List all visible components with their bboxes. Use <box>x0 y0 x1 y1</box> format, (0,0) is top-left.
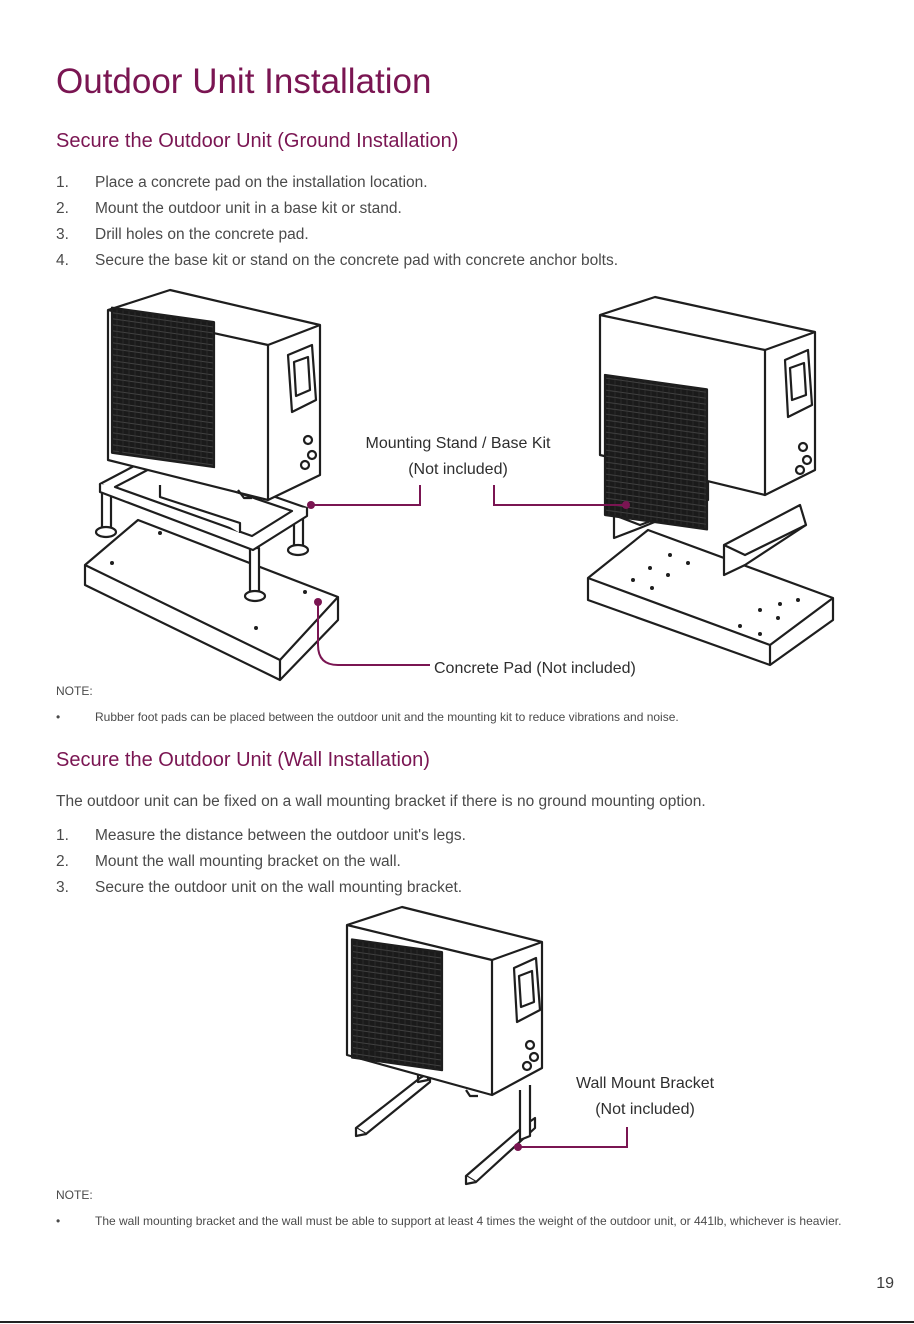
step-number: 3. <box>56 226 69 243</box>
step-text: Place a concrete pad on the installation… <box>95 174 428 191</box>
bottom-rule <box>0 1321 914 1323</box>
callout-line: (Not included) <box>595 1101 695 1118</box>
step-number: 2. <box>56 853 69 870</box>
leader-line-stand-right <box>493 485 626 506</box>
step-text: Measure the distance between the outdoor… <box>95 827 466 844</box>
note-text: The wall mounting bracket and the wall m… <box>95 1214 842 1228</box>
mounting-stand-left <box>94 453 310 603</box>
ground-step-4: 4. Secure the base kit or stand on the co… <box>56 252 618 270</box>
concrete-pad-right <box>586 528 835 667</box>
page-title: Outdoor Unit Installation <box>56 62 432 101</box>
wall-intro-text: The outdoor unit can be fixed on a wall … <box>56 793 706 810</box>
note-label: NOTE: <box>56 684 93 698</box>
bullet-mark: • <box>56 710 61 724</box>
wall-step-1: 1. Measure the distance between the outdo… <box>56 827 466 845</box>
wall-section-heading: Secure the Outdoor Unit (Wall Installati… <box>56 749 430 771</box>
page-number: 19 <box>876 1275 894 1292</box>
callout-concrete-pad: Concrete Pad (Not included) <box>434 660 636 677</box>
leader-line-stand-left <box>311 485 421 506</box>
step-number: 1. <box>56 174 69 191</box>
note-text: Rubber foot pads can be placed between t… <box>95 710 679 724</box>
step-number: 2. <box>56 200 69 217</box>
step-number: 1. <box>56 827 69 844</box>
bullet-mark: • <box>56 1214 61 1228</box>
concrete-pad-left <box>83 518 340 682</box>
wall-step-3: 3. Secure the outdoor unit on the wall mo… <box>56 879 462 897</box>
step-number: 3. <box>56 879 69 896</box>
callout-line: Wall Mount Bracket <box>575 1075 715 1092</box>
callout-mounting-stand: Mounting Stand / Base Kit (Not included) <box>346 431 570 483</box>
wall-step-2: 2. Mount the wall mounting bracket on the… <box>56 853 401 871</box>
step-text: Mount the wall mounting bracket on the w… <box>95 853 401 870</box>
step-number: 4. <box>56 252 69 269</box>
ground-step-1: 1. Place a concrete pad on the installati… <box>56 174 428 192</box>
step-text: Secure the outdoor unit on the wall moun… <box>95 879 463 896</box>
step-text: Drill holes on the concrete pad. <box>95 226 309 243</box>
outdoor-unit-right <box>598 295 817 531</box>
ground-step-2: 2. Mount the outdoor unit in a base kit o… <box>56 200 402 218</box>
outdoor-unit-left <box>106 288 322 502</box>
wall-mount-bracket <box>354 1068 537 1186</box>
ground-installation-illustration <box>83 288 835 682</box>
callout-line: Mounting Stand / Base Kit <box>365 435 551 452</box>
leader-line-pad <box>317 602 430 666</box>
note-label: NOTE: <box>56 1188 93 1202</box>
callout-line: (Not included) <box>408 461 508 478</box>
callout-wall-bracket: Wall Mount Bracket (Not included) <box>560 1071 730 1123</box>
note-item: • The wall mounting bracket and the wall… <box>56 1208 856 1262</box>
outdoor-unit-wall <box>345 905 544 1098</box>
leader-line-bracket <box>518 1127 628 1148</box>
step-text: Mount the outdoor unit in a base kit or … <box>95 200 402 217</box>
ground-section-heading: Secure the Outdoor Unit (Ground Installa… <box>56 130 459 152</box>
step-text: Secure the base kit or stand on the conc… <box>95 252 619 269</box>
wall-installation-illustration <box>345 905 628 1186</box>
note-item: • Rubber foot pads can be placed between… <box>56 704 856 731</box>
ground-step-3: 3. Drill holes on the concrete pad. <box>56 226 309 244</box>
